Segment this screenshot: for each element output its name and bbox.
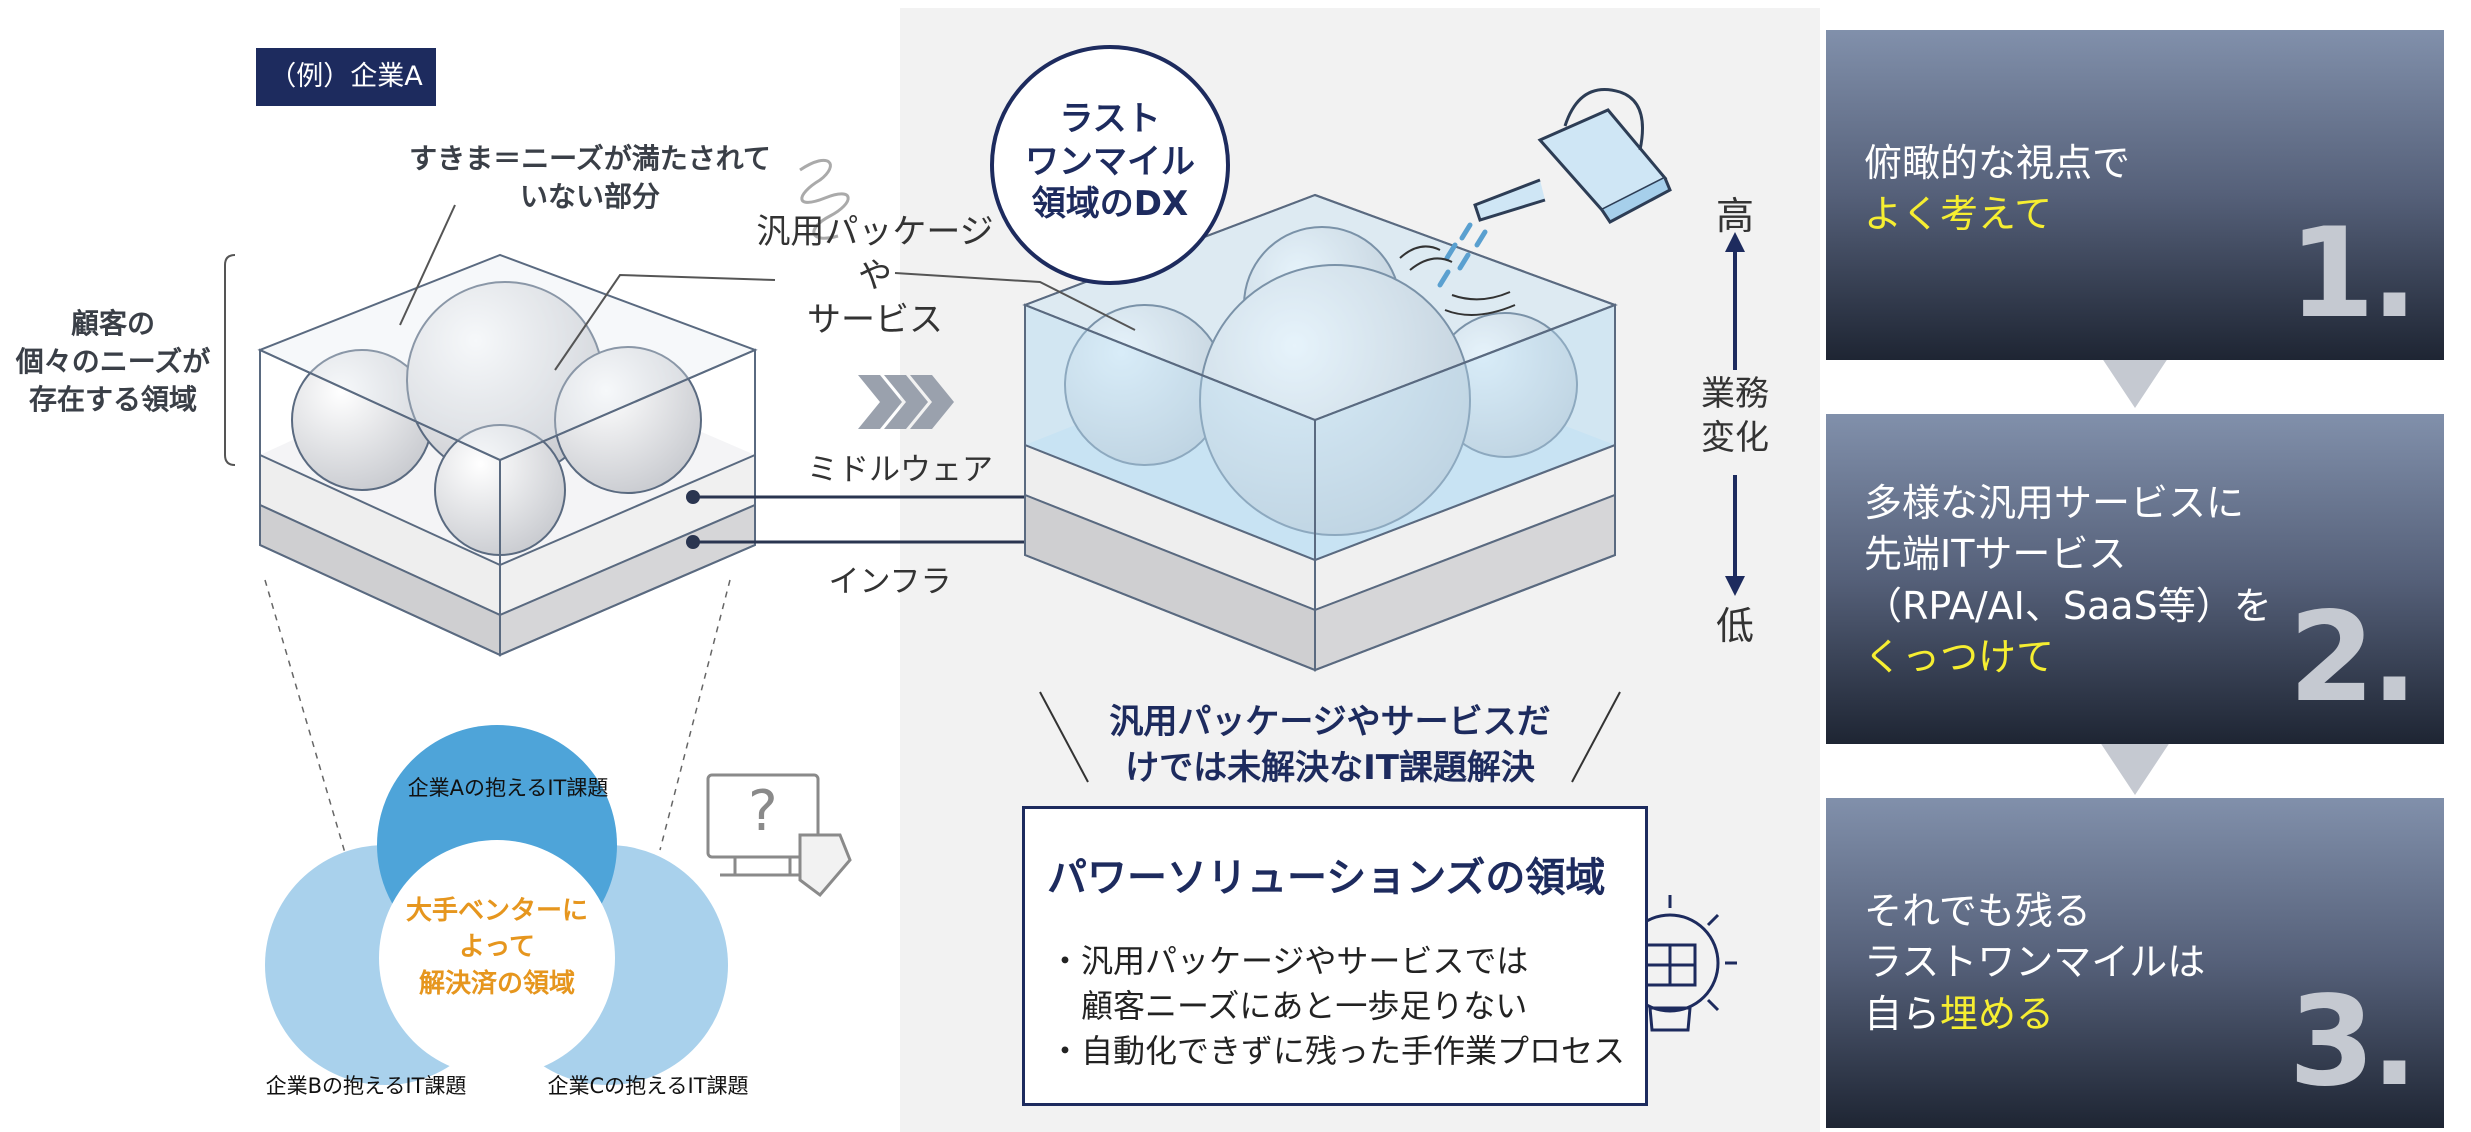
headline-line2: けでは未解決なIT課題解決 <box>1125 747 1535 788</box>
chevron-arrows-icon <box>858 375 954 429</box>
step-1: 俯瞰的な視点で よく考えて 1. <box>1826 30 2444 360</box>
left-cube <box>257 253 758 657</box>
example-badge: （例）企業A <box>256 48 436 106</box>
package-callout-line <box>894 272 1136 331</box>
change-scale-arrow <box>1725 232 1745 596</box>
step-3-line1: それでも残る <box>1864 889 2091 933</box>
gap-label-line2: いない部分 <box>519 179 660 213</box>
step-2-highlight: くっつけて <box>1864 634 2055 679</box>
step-3-highlight: 埋める <box>1940 991 2055 1036</box>
package-label: 汎用パッケージ や サービス <box>745 210 1005 343</box>
step-2-text: 多様な汎用サービスに 先端ITサービス （RPA/AI、SaaS等）を くっつけ… <box>1864 478 2272 683</box>
customer-area-line1: 顧客の <box>70 307 155 340</box>
headline-bracket-right <box>1571 691 1621 783</box>
headline-bracket-left <box>1039 691 1089 783</box>
last-mile-circle <box>990 45 1230 285</box>
it-question-icon: ? <box>706 773 852 898</box>
scale-low: 低 <box>1715 604 1754 648</box>
step-2-line1: 多様な汎用サービスに <box>1864 481 2245 525</box>
water-drops <box>1437 222 1488 288</box>
step-2: 多様な汎用サービスに 先端ITサービス （RPA/AI、SaaS等）を くっつけ… <box>1826 414 2444 744</box>
step-3: それでも残る ラストワンマイルは 自ら埋める 3. <box>1826 798 2444 1128</box>
zoom-line-right <box>659 579 731 851</box>
scale-label-line1: 業務 <box>1701 374 1769 414</box>
venn-center-line3: 解決済の領域 <box>418 968 575 999</box>
package-line3: サービス <box>807 300 943 341</box>
solutions-box-title: パワーソリューションズの領域 <box>1047 855 1606 901</box>
venn-label-b: 企業Bの抱えるIT課題 <box>265 1074 467 1098</box>
venn-center-line2: よって <box>459 932 535 963</box>
customer-area-line2: 個々のニーズが <box>15 344 211 378</box>
venn-center-line1: 大手ベンターに <box>405 896 588 926</box>
solutions-bullet1-line1: ・汎用パッケージやサービスでは <box>1049 942 1529 980</box>
step-3-prefix: 自ら <box>1864 991 1941 1036</box>
customer-area-line3: 存在する領域 <box>28 382 197 416</box>
scale-label-line2: 変化 <box>1701 418 1769 459</box>
step-1-text: 俯瞰的な視点で よく考えて <box>1864 138 2130 241</box>
step-3-number: 3. <box>2288 970 2418 1114</box>
headline-line1: 汎用パッケージやサービスだ <box>1109 702 1551 742</box>
left-callouts <box>224 204 776 466</box>
infra-label: インフラ <box>828 564 952 600</box>
venn-center-label: 大手ベンターに よって 解決済の領域 <box>397 893 597 1002</box>
zoom-line-left <box>264 579 351 871</box>
step-2-line3: （RPA/AI、SaaS等）を <box>1864 583 2272 628</box>
step-2-number: 2. <box>2288 586 2418 730</box>
solutions-bullet1-line2: 顧客ニーズにあと一歩足りない <box>1049 987 1528 1025</box>
scale-label: 業務 変化 <box>1685 372 1785 461</box>
package-line2: や <box>858 256 892 297</box>
solutions-box: パワーソリューションズの領域 ・汎用パッケージやサービスでは 顧客ニーズにあと一… <box>1022 806 1648 1106</box>
scale-high: 高 <box>1715 194 1754 238</box>
last-mile-label: ラスト ワンマイル 領域のDX <box>995 98 1225 226</box>
gap-label: すきま＝ニーズが満たされて いない部分 <box>380 140 800 216</box>
watering-can-icon <box>1473 88 1672 224</box>
step-3-text: それでも残る ラストワンマイルは 自ら埋める <box>1864 886 2205 1040</box>
last-mile-line3: 領域のDX <box>1031 184 1189 224</box>
package-line1: 汎用パッケージ <box>756 212 994 252</box>
solutions-bullet2: ・自動化できずに残った手作業プロセス <box>1049 1032 1626 1070</box>
middleware-label: ミドルウェア <box>807 452 993 488</box>
last-mile-line2: ワンマイル <box>1025 141 1195 182</box>
venn-diagram <box>265 725 728 1085</box>
last-mile-line1: ラスト <box>1059 99 1161 139</box>
step-1-highlight: よく考えて <box>1864 192 2053 237</box>
step-3-line2: ラストワンマイルは <box>1864 940 2206 985</box>
venn-label-c: 企業Cの抱えるIT課題 <box>547 1074 749 1098</box>
venn-label-a: 企業Aの抱えるIT課題 <box>407 776 609 800</box>
ripple-lines <box>1399 245 1516 316</box>
venn-center <box>379 840 615 1076</box>
svg-text:?: ? <box>748 779 778 844</box>
customer-area-label: 顧客の 個々のニーズが 存在する領域 <box>8 305 218 418</box>
spring-icon <box>799 158 850 240</box>
gap-label-line1: すきま＝ニーズが満たされて <box>409 142 771 175</box>
unsolved-headline: 汎用パッケージやサービスだ けでは未解決なIT課題解決 <box>1070 700 1590 792</box>
step-1-line1: 俯瞰的な視点で <box>1864 141 2131 185</box>
step-3-line3: 自ら埋める <box>1864 989 2205 1040</box>
step-1-number: 1. <box>2288 202 2418 346</box>
step-2-line2: 先端ITサービス <box>1864 532 2127 577</box>
